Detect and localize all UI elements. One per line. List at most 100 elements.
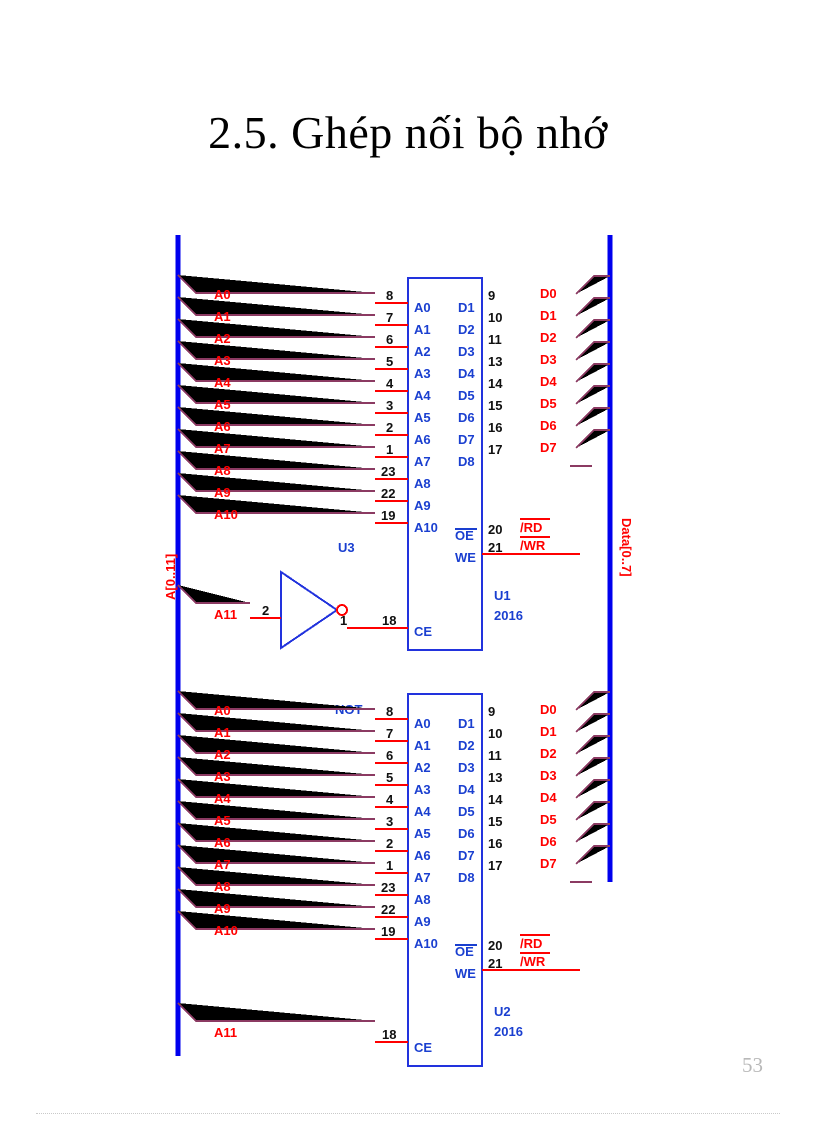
- svg-text:A9: A9: [414, 914, 431, 929]
- svg-text:A6: A6: [214, 419, 231, 434]
- svg-text:21: 21: [488, 540, 502, 555]
- svg-text:A9: A9: [414, 498, 431, 513]
- svg-text:1: 1: [386, 858, 393, 873]
- chip-body-u2: [407, 693, 483, 1067]
- svg-text:D2: D2: [458, 738, 475, 753]
- svg-text:D1: D1: [458, 716, 475, 731]
- svg-text:A7: A7: [214, 857, 231, 872]
- svg-text:8: 8: [386, 704, 393, 719]
- svg-text:3: 3: [386, 398, 393, 413]
- svg-text:D7: D7: [458, 432, 475, 447]
- address-pin-names-u1: A0 A1 A2 A3 A4 A5 A6 A7 A8 A9 A10: [414, 300, 438, 535]
- svg-text:A3: A3: [214, 769, 231, 784]
- svg-text:16: 16: [488, 420, 502, 435]
- svg-text:A6: A6: [414, 848, 431, 863]
- svg-text:D4: D4: [458, 366, 475, 381]
- ce-pin-name-u1: CE: [414, 624, 432, 639]
- svg-text:A2: A2: [414, 344, 431, 359]
- svg-text:A0: A0: [214, 703, 231, 718]
- svg-text:D3: D3: [540, 768, 557, 783]
- svg-text:23: 23: [381, 464, 395, 479]
- svg-text:4: 4: [386, 792, 394, 807]
- data-pin-numbers-u2: 9 10 11 13 14 15 16 17: [488, 704, 503, 873]
- svg-text:D1: D1: [540, 308, 557, 323]
- data-wires-u1: [570, 275, 610, 467]
- svg-text:D6: D6: [540, 418, 557, 433]
- svg-text:A1: A1: [414, 322, 431, 337]
- svg-text:A8: A8: [214, 879, 231, 894]
- svg-text:11: 11: [488, 332, 502, 347]
- svg-text:D3: D3: [540, 352, 557, 367]
- svg-text:/WR: /WR: [520, 538, 546, 553]
- svg-text:5: 5: [386, 354, 393, 369]
- svg-text:WE: WE: [455, 550, 476, 565]
- svg-text:22: 22: [381, 902, 395, 917]
- svg-text:22: 22: [381, 486, 395, 501]
- svg-text:A8: A8: [414, 476, 431, 491]
- svg-text:A9: A9: [214, 485, 231, 500]
- svg-text:A0: A0: [214, 287, 231, 302]
- svg-text:D3: D3: [458, 760, 475, 775]
- svg-text:A2: A2: [414, 760, 431, 775]
- svg-text:D7: D7: [540, 856, 557, 871]
- svg-text:D6: D6: [458, 826, 475, 841]
- svg-text:D2: D2: [458, 322, 475, 337]
- partnumber-u2: 2016: [494, 1024, 523, 1039]
- svg-text:A4: A4: [414, 388, 431, 403]
- svg-text:19: 19: [381, 508, 395, 523]
- svg-text:A2: A2: [214, 331, 231, 346]
- svg-text:16: 16: [488, 836, 502, 851]
- svg-text:D8: D8: [458, 454, 475, 469]
- svg-text:D1: D1: [458, 300, 475, 315]
- svg-text:D4: D4: [540, 374, 557, 389]
- inverter-bubble-icon: [336, 604, 348, 616]
- chip-body-u1: [407, 277, 483, 651]
- ce-pin-number-u1: 18: [382, 613, 396, 628]
- svg-text:21: 21: [488, 956, 502, 971]
- svg-text:WE: WE: [455, 966, 476, 981]
- data-pin-names-u1: D1 D2 D3 D4 D5 D6 D7 D8: [458, 300, 475, 469]
- svg-text:A6: A6: [214, 835, 231, 850]
- partnumber-u1: 2016: [494, 608, 523, 623]
- designator-u2: U2: [494, 1004, 511, 1019]
- footer-divider: [36, 1113, 780, 1114]
- gate-output-pin-number: 1: [340, 613, 347, 628]
- svg-text:A1: A1: [214, 725, 231, 740]
- svg-text:A10: A10: [214, 507, 238, 522]
- svg-text:A0: A0: [414, 716, 431, 731]
- svg-text:6: 6: [386, 332, 393, 347]
- gate-input-pin-number: 2: [262, 603, 269, 618]
- svg-text:13: 13: [488, 354, 502, 369]
- data-wires-u2: [570, 691, 610, 883]
- svg-text:20: 20: [488, 938, 502, 953]
- svg-text:A9: A9: [214, 901, 231, 916]
- address-wires-u1: [177, 274, 375, 514]
- not-gate-icon: [280, 570, 339, 650]
- svg-text:A10: A10: [214, 923, 238, 938]
- svg-text:A10: A10: [414, 520, 438, 535]
- svg-text:7: 7: [386, 726, 393, 741]
- svg-text:A2: A2: [214, 747, 231, 762]
- svg-text:D1: D1: [540, 724, 557, 739]
- svg-text:11: 11: [488, 748, 502, 763]
- svg-text:D3: D3: [458, 344, 475, 359]
- svg-text:10: 10: [488, 726, 502, 741]
- address-net-labels-u1: A0 A1 A2 A3 A4 A5 A6 A7 A8 A9 A10: [214, 287, 238, 522]
- svg-text:A1: A1: [214, 309, 231, 324]
- svg-text:/RD: /RD: [520, 936, 542, 951]
- svg-text:17: 17: [488, 442, 502, 457]
- svg-text:7: 7: [386, 310, 393, 325]
- svg-text:D6: D6: [458, 410, 475, 425]
- svg-text:D4: D4: [458, 782, 475, 797]
- a11-wire-top: [177, 584, 250, 604]
- svg-text:A10: A10: [414, 936, 438, 951]
- data-net-labels-u1: D0 D1 D2 D3 D4 D5 D6 D7: [540, 286, 557, 455]
- svg-text:A3: A3: [414, 366, 431, 381]
- page-title: 2.5. Ghép nối bộ nhớ: [208, 107, 608, 158]
- svg-text:8: 8: [386, 288, 393, 303]
- svg-text:D6: D6: [540, 834, 557, 849]
- svg-text:10: 10: [488, 310, 502, 325]
- svg-text:A3: A3: [414, 782, 431, 797]
